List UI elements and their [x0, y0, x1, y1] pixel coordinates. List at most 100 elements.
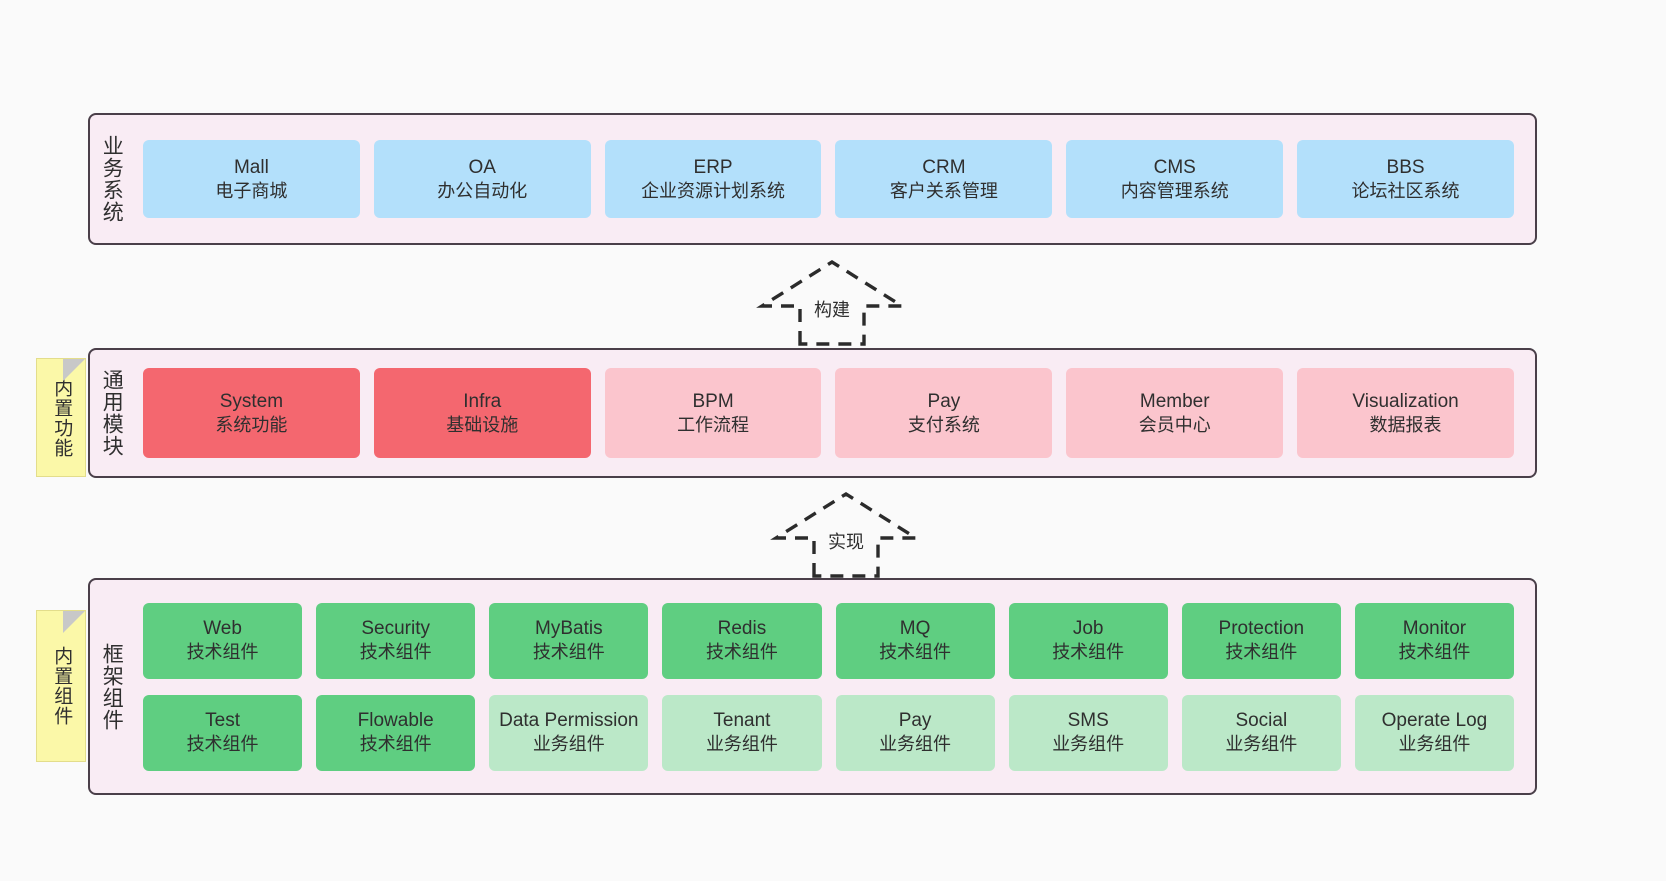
module-desc: 工作流程 — [677, 414, 750, 435]
module-desc: 技术组件 — [705, 642, 778, 663]
module-box-data-permission[interactable]: Data Permission 业务组件 — [489, 694, 649, 771]
note-builtin-function: 内置功能 — [36, 358, 86, 477]
module-desc: 客户关系管理 — [889, 180, 998, 201]
module-name: Security — [361, 618, 430, 640]
module-box-oa[interactable]: OA 办公自动化 — [373, 140, 591, 218]
dashed-hollow-arrow-icon — [756, 259, 908, 346]
layer-body-business-system: Mall 电子商城 OA 办公自动化 ERP 企业资源计划系统 CRM 客户关系… — [132, 115, 1535, 243]
module-desc: 论坛社区系统 — [1351, 180, 1460, 201]
module-row: Test 技术组件 Flowable 技术组件 Data Permission … — [136, 694, 1521, 771]
note-label: 内置功能 — [51, 377, 73, 458]
module-name: Tenant — [713, 710, 771, 732]
module-box-mall[interactable]: Mall 电子商城 — [143, 140, 360, 218]
module-name: ERP — [693, 156, 733, 178]
module-name: Infra — [463, 390, 502, 412]
module-name: Flowable — [357, 710, 434, 732]
note-builtin-component: 内置组件 — [36, 610, 86, 762]
module-desc: 会员中心 — [1138, 414, 1211, 435]
module-desc: 技术组件 — [1052, 642, 1125, 663]
module-name: CMS — [1153, 156, 1196, 178]
layer-business-system: 业务系统 Mall 电子商城 OA 办公自动化 ERP 企业资源计划系统 CRM… — [88, 113, 1537, 245]
module-box-protection[interactable]: Protection 技术组件 — [1181, 602, 1341, 679]
module-desc: 技术组件 — [879, 642, 952, 663]
module-box-redis[interactable]: Redis 技术组件 — [662, 602, 822, 679]
module-box-pay[interactable]: Pay 支付系统 — [835, 368, 1053, 458]
layer-title-business-system: 业务系统 — [100, 135, 124, 223]
module-name: Test — [205, 710, 240, 732]
module-box-mq[interactable]: MQ 技术组件 — [835, 602, 995, 679]
module-desc: 技术组件 — [186, 734, 259, 755]
module-desc: 办公自动化 — [437, 180, 528, 201]
layer-body-framework-component: Web 技术组件 Security 技术组件 MyBatis 技术组件 Redi… — [132, 580, 1535, 793]
module-name: Pay — [927, 390, 961, 412]
module-desc: 业务组件 — [879, 734, 952, 755]
module-name: Pay — [898, 710, 932, 732]
module-name: Monitor — [1402, 618, 1467, 640]
module-name: BBS — [1386, 156, 1425, 178]
module-desc: 技术组件 — [186, 642, 259, 663]
module-name: Visualization — [1352, 390, 1459, 412]
connector-label-build: 构建 — [812, 296, 852, 322]
module-box-flowable[interactable]: Flowable 技术组件 — [316, 694, 476, 771]
module-box-system[interactable]: System 系统功能 — [143, 368, 360, 458]
connector-label-implement: 实现 — [826, 528, 866, 554]
connector-build: 构建 — [752, 256, 912, 352]
module-box-sms[interactable]: SMS 业务组件 — [1008, 694, 1168, 771]
module-box-cms[interactable]: CMS 内容管理系统 — [1066, 140, 1284, 218]
module-name: Job — [1072, 618, 1104, 640]
module-desc: 内容管理系统 — [1120, 180, 1229, 201]
module-desc: 数据报表 — [1369, 414, 1442, 435]
layer-common-module: 通用模块 System 系统功能 Infra 基础设施 BPM 工作流程 Pay… — [88, 348, 1537, 478]
module-name: Data Permission — [499, 710, 639, 732]
module-name: Mall — [233, 156, 269, 178]
module-name: MQ — [899, 618, 931, 640]
module-box-test[interactable]: Test 技术组件 — [143, 694, 303, 771]
module-box-job[interactable]: Job 技术组件 — [1008, 602, 1168, 679]
layer-title-common-module: 通用模块 — [100, 369, 124, 457]
module-name: Social — [1235, 710, 1288, 732]
module-box-operate-log[interactable]: Operate Log 业务组件 — [1354, 694, 1514, 771]
module-grid: Web 技术组件 Security 技术组件 MyBatis 技术组件 Redi… — [136, 589, 1521, 785]
module-box-crm[interactable]: CRM 客户关系管理 — [835, 140, 1053, 218]
module-desc: 业务组件 — [1052, 734, 1125, 755]
module-name: Protection — [1218, 618, 1305, 640]
module-desc: 业务组件 — [1398, 734, 1471, 755]
module-box-pay-component[interactable]: Pay 业务组件 — [835, 694, 995, 771]
module-box-bbs[interactable]: BBS 论坛社区系统 — [1297, 140, 1514, 218]
module-desc: 系统功能 — [215, 414, 288, 435]
module-name: CRM — [922, 156, 966, 178]
module-box-security[interactable]: Security 技术组件 — [316, 602, 476, 679]
module-desc: 业务组件 — [1225, 734, 1298, 755]
module-name: OA — [468, 156, 496, 178]
module-box-bpm[interactable]: BPM 工作流程 — [604, 368, 822, 458]
module-box-visualization[interactable]: Visualization 数据报表 — [1297, 368, 1514, 458]
module-box-member[interactable]: Member 会员中心 — [1066, 368, 1284, 458]
module-box-infra[interactable]: Infra 基础设施 — [373, 368, 591, 458]
module-desc: 业务组件 — [705, 734, 778, 755]
module-desc: 业务组件 — [532, 734, 605, 755]
module-name: Web — [203, 618, 242, 640]
module-desc: 技术组件 — [359, 642, 432, 663]
module-box-monitor[interactable]: Monitor 技术组件 — [1354, 602, 1514, 679]
module-box-erp[interactable]: ERP 企业资源计划系统 — [604, 140, 822, 218]
module-name: Operate Log — [1381, 710, 1488, 732]
module-desc: 技术组件 — [1398, 642, 1471, 663]
module-desc: 技术组件 — [532, 642, 605, 663]
module-desc: 基础设施 — [446, 414, 519, 435]
note-label: 内置组件 — [51, 646, 73, 726]
module-desc: 技术组件 — [359, 734, 432, 755]
layer-body-common-module: System 系统功能 Infra 基础设施 BPM 工作流程 Pay 支付系统… — [132, 350, 1535, 476]
module-name: SMS — [1067, 710, 1109, 732]
module-name: Redis — [717, 618, 767, 640]
module-box-social[interactable]: Social 业务组件 — [1181, 694, 1341, 771]
module-box-web[interactable]: Web 技术组件 — [143, 602, 303, 679]
module-desc: 支付系统 — [907, 414, 980, 435]
connector-implement: 实现 — [766, 488, 926, 584]
module-box-mybatis[interactable]: MyBatis 技术组件 — [489, 602, 649, 679]
module-box-tenant[interactable]: Tenant 业务组件 — [662, 694, 822, 771]
module-row: Web 技术组件 Security 技术组件 MyBatis 技术组件 Redi… — [136, 602, 1521, 679]
module-name: MyBatis — [535, 618, 603, 640]
module-row: Mall 电子商城 OA 办公自动化 ERP 企业资源计划系统 CRM 客户关系… — [136, 140, 1521, 218]
layer-framework-component: 框架组件 Web 技术组件 Security 技术组件 MyBatis 技术组件 — [88, 578, 1537, 795]
